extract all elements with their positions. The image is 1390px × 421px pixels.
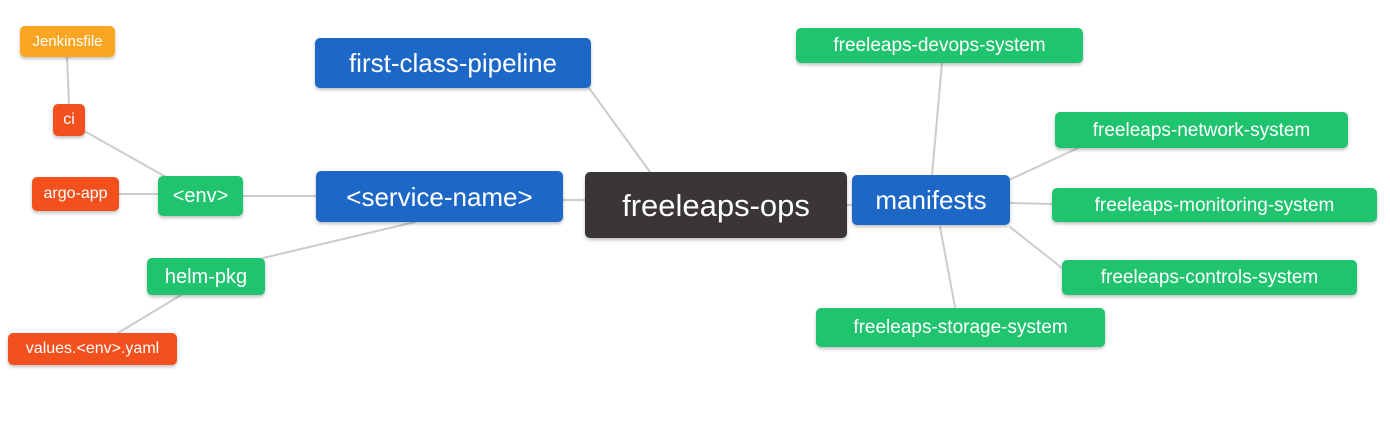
edge-manifests-freeleaps-monitoring-system <box>1009 202 1053 205</box>
node-values-env-yaml[interactable]: values.<env>.yaml <box>8 333 177 365</box>
node-jenkinsfile[interactable]: Jenkinsfile <box>20 26 115 57</box>
edge-ci-env <box>85 131 167 178</box>
edge-manifests-freeleaps-controls-system <box>1009 226 1063 269</box>
edge-manifests-freeleaps-devops-system <box>931 62 943 176</box>
edge-first-class-pipeline-freeleaps-ops <box>588 87 651 173</box>
node-helm-pkg[interactable]: helm-pkg <box>147 258 265 295</box>
node-manifests[interactable]: manifests <box>852 175 1010 225</box>
edge-manifests-freeleaps-storage-system <box>939 226 956 308</box>
node-freeleaps-storage-system[interactable]: freeleaps-storage-system <box>816 308 1105 347</box>
node-freeleaps-controls-system[interactable]: freeleaps-controls-system <box>1062 260 1357 295</box>
node-service-name[interactable]: <service-name> <box>316 171 563 222</box>
node-freeleaps-devops-system[interactable]: freeleaps-devops-system <box>796 28 1083 63</box>
node-freeleaps-monitoring-system[interactable]: freeleaps-monitoring-system <box>1052 188 1377 222</box>
edge-jenkinsfile-ci <box>66 56 70 105</box>
edge-helm-pkg-values-env-yaml <box>117 294 182 334</box>
edge-manifests-freeleaps-network-system <box>1008 147 1079 181</box>
node-first-class-pipeline[interactable]: first-class-pipeline <box>315 38 591 88</box>
node-argo-app[interactable]: argo-app <box>32 177 119 211</box>
node-freeleaps-ops[interactable]: freeleaps-ops <box>585 172 847 238</box>
node-ci[interactable]: ci <box>53 104 85 136</box>
node-env[interactable]: <env> <box>158 176 243 216</box>
edge-service-name-helm-pkg <box>262 221 416 259</box>
node-freeleaps-network-system[interactable]: freeleaps-network-system <box>1055 112 1348 148</box>
